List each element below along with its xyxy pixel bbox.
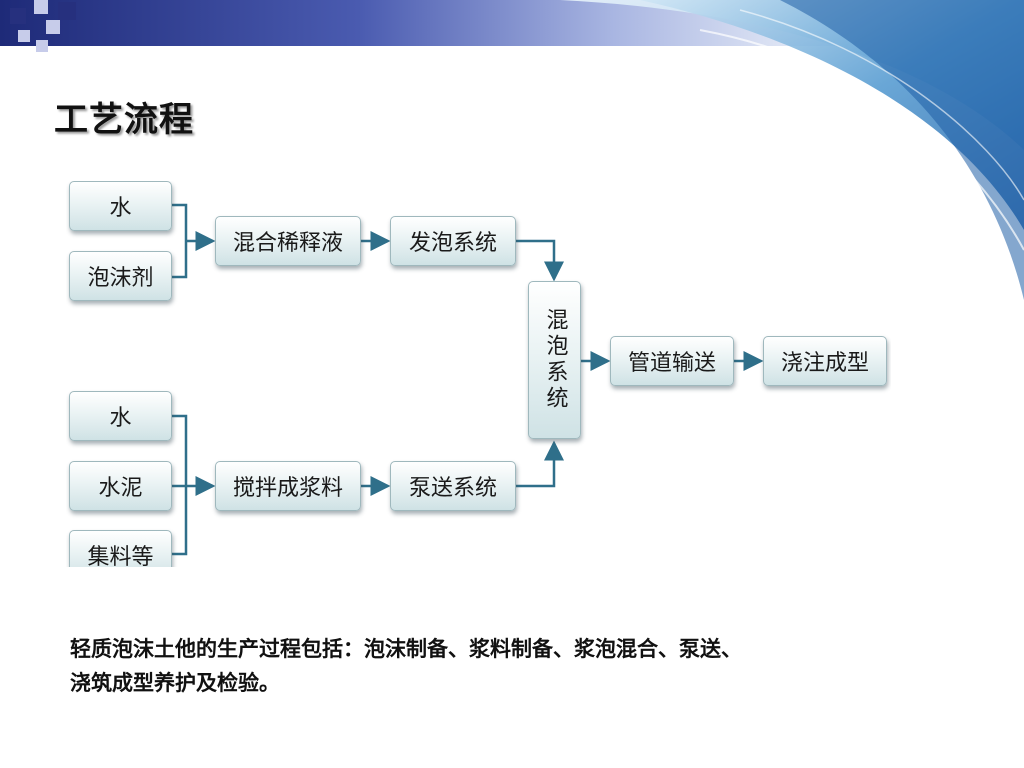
connector-lines [172,203,764,556]
description-line: 浇筑成型养护及检验。 [70,671,280,695]
node-mixing-foam: 混泡系统 [528,281,581,439]
node-foaming-agent: 泡沫剂 [69,251,172,301]
description-line: 轻质泡沫土他的生产过程包括：泡沫制备、浆料制备、浆泡混合、泵送、 [70,637,742,661]
header-square [36,40,48,52]
arrow-to-mixing-foam-bottom [516,440,564,488]
node-stir-slurry: 搅拌成浆料 [215,461,361,511]
node-mix-dilution: 混合稀释液 [215,216,361,266]
connector-top-inputs [172,203,188,279]
node-casting: 浇注成型 [763,336,887,386]
slide-title: 工艺流程 [54,100,194,140]
node-pump-system: 泵送系统 [390,461,516,511]
node-cement: 水泥 [69,461,172,511]
header-square [34,0,48,14]
header-square [18,30,30,42]
header-square [10,8,26,24]
node-foaming-system: 发泡系统 [390,216,516,266]
node-water-top: 水 [69,181,172,231]
header-square [58,2,76,20]
header-square [46,20,60,34]
process-description: 轻质泡沫土他的生产过程包括：泡沫制备、浆料制备、浆泡混合、泵送、 浇筑成型养护及… [70,632,900,700]
node-pipe-transport: 管道输送 [610,336,734,386]
node-water-bottom: 水 [69,391,172,441]
header-bar [0,0,1024,46]
node-aggregate: 集料等 [69,530,172,567]
process-flow-diagram: 水 泡沫剂 混合稀释液 发泡系统 混泡系统 管道输送 浇注成型 水 水泥 集料等… [66,181,891,567]
arrow-to-mixing-foam-top [516,239,564,282]
